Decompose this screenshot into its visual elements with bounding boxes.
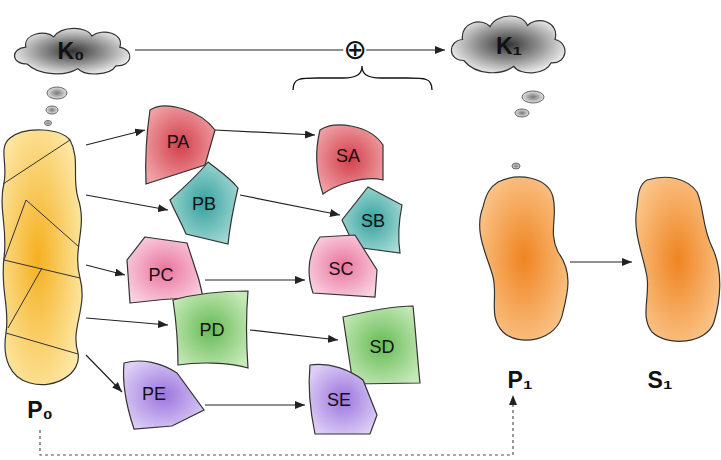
cloud-node: K₀: [8, 22, 135, 78]
node-outline: [632, 172, 720, 395]
piece-cut-line: [26, 200, 78, 246]
thought-bubble: [512, 163, 520, 169]
node-shape: [309, 364, 377, 434]
piece-cut-line: [3, 140, 70, 184]
curly-brace: [293, 66, 432, 90]
piece-cut-line: [8, 268, 42, 328]
node-label: SA: [336, 147, 360, 165]
node-shape: [480, 177, 568, 340]
blob-node: P₀: [0, 128, 86, 430]
node-label: K₀: [58, 40, 85, 63]
arrow-connector: [86, 318, 168, 325]
piece-cut-line: [6, 333, 78, 354]
node-label: K₁: [496, 35, 522, 58]
thought-bubble: [47, 87, 67, 99]
node-label: PC: [148, 266, 173, 284]
node-shape: [451, 16, 565, 73]
node-shape: [173, 291, 248, 368]
cloud-node: K₁: [445, 8, 570, 78]
node-label: P₀: [27, 399, 53, 422]
node-shape: [170, 162, 238, 244]
node-label: PB: [192, 195, 216, 213]
node-label: P₁: [508, 369, 533, 392]
node-label: SD: [369, 338, 394, 356]
node-shape: [309, 235, 377, 297]
dashed-arrow: [40, 395, 513, 455]
node-label: PE: [142, 385, 166, 403]
thought-bubble: [46, 106, 58, 114]
arrow-connector: [570, 261, 632, 262]
node-label: SB: [361, 212, 385, 230]
piece-node: PC: [125, 235, 205, 305]
blob-node: P₁: [478, 172, 570, 395]
node-label: PA: [167, 133, 190, 151]
piece-node: SE: [305, 360, 380, 435]
arrow-connector: [205, 404, 305, 405]
arrow-connector: [86, 195, 168, 210]
thought-bubble: [522, 91, 544, 103]
thought-bubble: [45, 121, 52, 126]
node-shape: [127, 237, 203, 303]
node-label: SE: [327, 391, 351, 409]
arrow-connector: [135, 49, 445, 50]
node-label: PD: [199, 321, 224, 339]
blob-node: S₁: [632, 172, 720, 395]
node-outline: [0, 128, 86, 430]
operator-label: ⊕: [343, 36, 366, 64]
arrow-connector: [250, 330, 338, 340]
node-label: S₁: [648, 369, 673, 392]
node-shape: [636, 177, 720, 341]
node-shape: [317, 125, 383, 194]
piece-node: PB: [168, 160, 240, 245]
piece-node: PE: [122, 358, 205, 430]
node-shape: [15, 28, 130, 74]
arrow-connector: [240, 195, 340, 215]
thought-bubble: [515, 109, 529, 117]
piece-cut-line: [4, 200, 26, 260]
node-outline: [478, 172, 570, 395]
arrow-connector: [215, 130, 315, 135]
node-shape: [343, 306, 420, 384]
node-shape: [124, 361, 204, 429]
piece-node: SC: [305, 235, 380, 300]
arrow-connector: [86, 130, 145, 145]
node-shape: [2, 130, 82, 385]
piece-node: PD: [168, 290, 250, 370]
node-label: SC: [328, 260, 353, 278]
piece-node: SA: [315, 120, 385, 195]
arrow-connector: [86, 265, 125, 275]
arrow-connector: [86, 355, 122, 392]
arrow-connector: [205, 279, 305, 280]
